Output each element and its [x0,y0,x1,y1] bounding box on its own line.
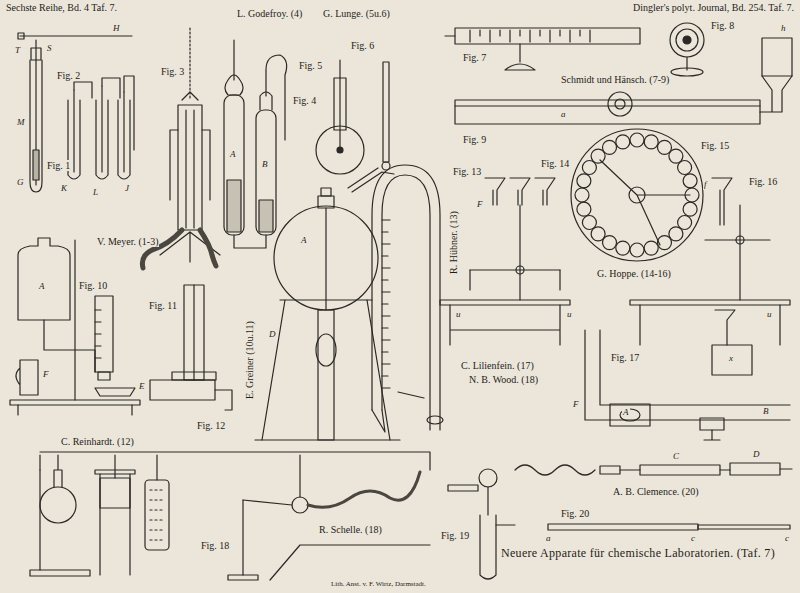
part-letter: A [622,408,630,418]
figure-number: Fig. 9 [462,134,487,145]
fig13-apparatus [372,165,443,432]
fig4-apparatus [224,40,287,248]
printer-credit: Lith. Anst. v. F. Wirtz, Darmstadt. [330,581,427,589]
part-letter: x [728,354,734,364]
author-credit: R. Schelle. (18) [318,524,383,535]
author-credit: G. Hoppe. (14-16) [596,268,672,279]
figure-number: Fig. 10 [78,280,108,291]
fig20-apparatus [515,463,792,530]
author-credit: V. Meyer. (1-3) [96,236,159,247]
part-letter: M [16,118,26,128]
fig12-apparatus [255,188,400,440]
author-credit: R. Hübner. (13) [448,210,459,275]
part-letter: D [752,450,761,460]
part-letter: A [38,282,46,292]
figure-number: Fig. 3 [160,66,185,77]
author-credit: Schmidt und Hänsch. (7-9) [560,74,670,85]
part-letter: a [560,110,567,120]
figure-number: Fig. 13 [452,166,482,177]
fig3-apparatus [142,28,220,268]
part-letter: S [46,44,53,54]
part-letter: B [762,407,770,417]
part-letter: u [766,310,773,320]
figure-number: Fig. 11 [148,300,178,311]
figure-number: Fig. 1 [46,160,71,171]
part-letter: F [476,200,484,210]
author-credit: A. B. Clemence. (20) [612,486,700,497]
figure-number: Fig. 6 [350,40,375,51]
part-letter: c [690,534,696,544]
fig10-apparatus [10,238,140,415]
plate-header: Sechste Reihe, Bd. 4 Taf. 7. [5,2,118,13]
figure-number: Fig. 15 [700,140,730,151]
part-letter: L [92,188,99,198]
part-letter: E [138,382,146,392]
figure-number: Fig. 16 [748,176,778,187]
part-letter: F [572,400,580,410]
fig19-apparatus [448,469,515,579]
fig18-apparatus [30,452,430,580]
figure-number: Fig. 14 [540,158,570,169]
author-credit: E. Greiner (10u.11) [244,320,255,400]
plate-header: Dingler's polyt. Journal, Bd. 254. Taf. … [632,2,795,13]
author-credit: C. Lilienfein. (17) [460,360,535,371]
part-letter: c [784,534,790,544]
part-letter: H [112,24,121,34]
part-letter: h [780,24,787,34]
part-letter: u [455,310,462,320]
fig14-fig16-apparatus [440,129,790,375]
part-letter: J [124,184,130,194]
part-letter: a [545,534,552,544]
part-letter: G [16,178,25,188]
part-letter: B [261,160,269,170]
figure-number: Fig. 18 [200,540,230,551]
figure-number: Fig. 4 [292,95,317,106]
part-letter: f [703,180,708,190]
figure-number: Fig. 2 [56,70,81,81]
part-letter: A [300,236,308,246]
plate-caption: Neuere Apparate für chemische Laboratori… [500,547,776,560]
fig17-apparatus [585,330,790,440]
fig2-apparatus [68,76,134,179]
author-credit: C. Reinhardt. (12) [60,436,135,447]
part-letter: D [268,330,277,340]
figure-number: Fig. 20 [560,508,590,519]
figure-number: Fig. 19 [440,530,470,541]
author-credit: G. Lunge. (5u.6) [322,8,391,19]
part-letter: T [14,46,21,56]
part-letter: F [42,370,50,380]
part-letter: u [566,310,573,320]
figure-number: Fig. 5 [298,60,323,71]
figure-number: Fig. 7 [462,52,487,63]
figure-number: Fig. 17 [610,352,640,363]
fig1-apparatus [18,33,132,192]
fig7-fig9-apparatus [445,23,792,124]
author-credit: N. B. Wood. (18) [468,374,539,385]
part-letter: K [60,184,68,194]
fig5-fig6-apparatus [316,60,394,192]
figure-number: Fig. 8 [710,20,735,31]
figure-number: Fig. 12 [196,420,226,431]
part-letter: C [672,452,680,462]
part-letter: A [229,150,237,160]
author-credit: L. Godefroy. (4) [236,8,303,19]
